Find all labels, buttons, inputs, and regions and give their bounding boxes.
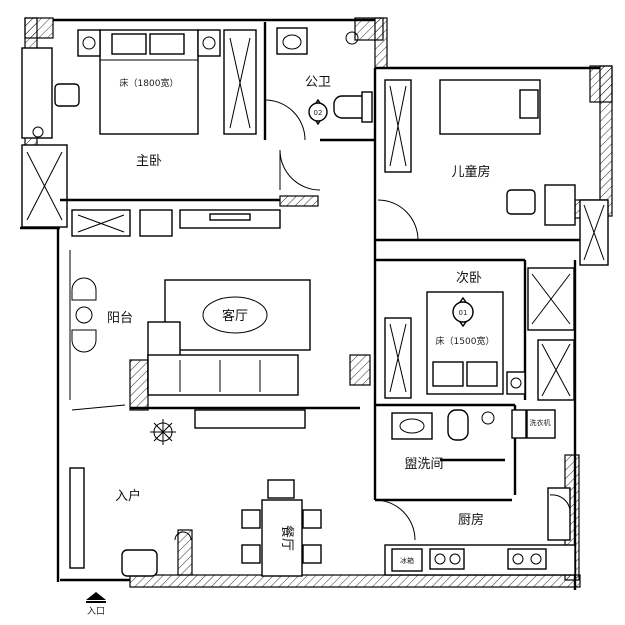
living-area (69, 250, 360, 445)
public-bath (264, 27, 373, 141)
label-balcony: 阳台 (107, 310, 133, 325)
master-bedroom (21, 22, 375, 228)
washroom (373, 403, 556, 500)
second-bedroom (349, 240, 575, 420)
label-bed-second: 床（1500宽） (436, 335, 495, 347)
label-public-bath: 公卫 (305, 74, 331, 89)
label-living-room: 客厅 (222, 308, 248, 323)
label-entry: 入口 (87, 606, 105, 617)
entry-marker: 入口 (86, 592, 106, 617)
label-washroom: 盥洗间 (404, 456, 443, 471)
marker-02-label: 02 (314, 109, 323, 117)
marker-01-label: 01 (459, 309, 468, 317)
corridor-storage (71, 195, 319, 237)
label-fridge: 冰箱 (400, 556, 414, 565)
kitchen (384, 487, 576, 576)
label-kids-room: 儿童房 (451, 164, 490, 179)
label-washer: 洗衣机 (530, 418, 551, 427)
kids-room (373, 68, 609, 266)
label-master-bedroom: 主卧 (136, 153, 162, 168)
label-second-bedroom: 次卧 (456, 270, 482, 285)
marker-02: 02 (308, 98, 328, 126)
plant (150, 419, 176, 445)
label-bed-master: 床（1800宽） (120, 77, 179, 89)
dining-entrance (69, 467, 512, 577)
label-kitchen: 厨房 (458, 512, 484, 527)
marker-01: 01 (452, 296, 474, 328)
label-entrance: 入户 (115, 488, 141, 503)
label-dining-room: 餐厅 (280, 525, 295, 551)
